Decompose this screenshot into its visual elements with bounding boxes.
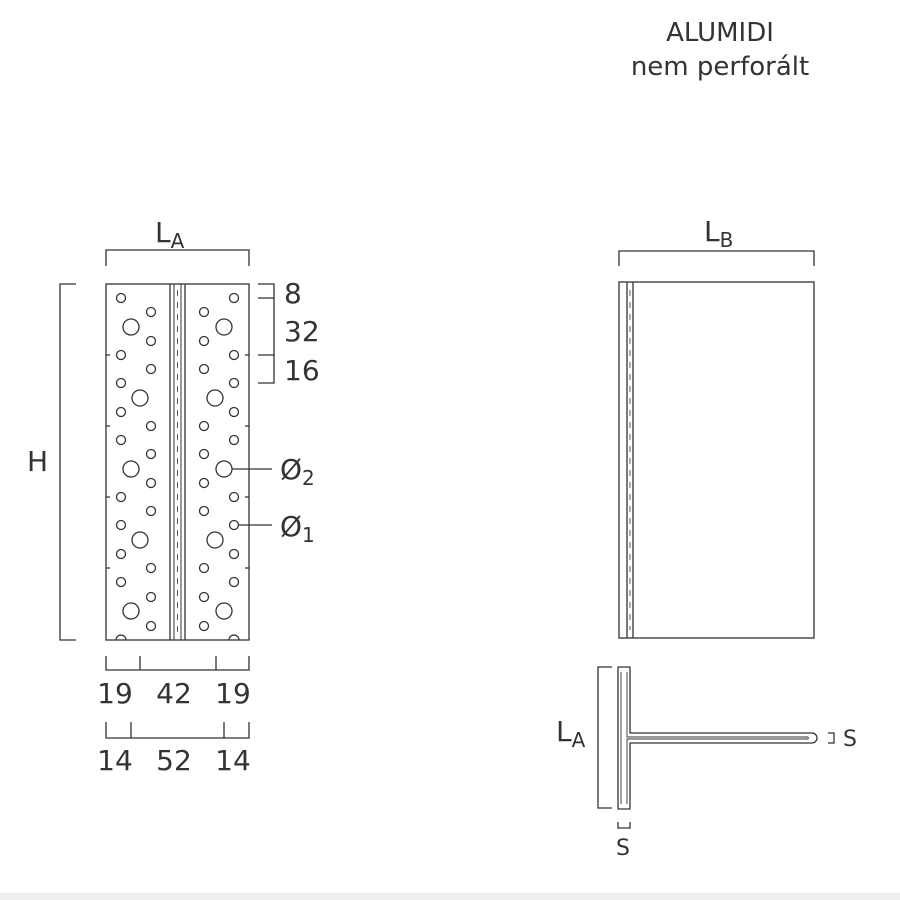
dim-label-row1-right: 19: [215, 677, 251, 710]
label-thickness-right: S: [843, 727, 857, 752]
plate-side-view: [618, 281, 815, 639]
dim-label-16: 16: [284, 354, 320, 387]
dim-bracket-la: [105, 249, 250, 266]
product-name: ALUMIDI: [666, 18, 774, 48]
dim-bracket-h: [59, 283, 76, 641]
label-thickness-bottom: S: [616, 836, 630, 861]
t-profile-section: [617, 666, 818, 810]
dim-bracket-s-bottom: [617, 822, 631, 829]
dim-label-row1-center: 42: [156, 677, 192, 710]
label-hole-d2: Ø2: [280, 453, 315, 490]
dim-label-32: 32: [284, 315, 320, 348]
large-holes-left: [122, 318, 149, 620]
edge-ticks: [106, 354, 249, 569]
dim-label-row2-left: 14: [97, 744, 133, 777]
dim-label-row2-right: 14: [215, 744, 251, 777]
dim-label-row2-center: 52: [156, 744, 192, 777]
label-la-profile: LA: [556, 715, 586, 752]
dim-bracket-32: [258, 298, 275, 356]
product-variant: nem perforált: [630, 52, 810, 82]
dim-label-row1-left: 19: [97, 677, 133, 710]
dim-bracket-lb: [618, 250, 815, 266]
dim-row1-bracket: [105, 656, 250, 671]
label-height: H: [27, 445, 48, 478]
label-la-top: LA: [155, 216, 185, 253]
label-hole-d1: Ø1: [280, 510, 315, 547]
dim-bracket-profile-la: [597, 666, 612, 809]
bottom-band: [0, 893, 900, 900]
label-lb-top: LB: [704, 215, 733, 252]
dim-bracket-s-right: [828, 732, 835, 744]
small-holes-right: [198, 292, 240, 641]
dim-row2-bracket: [105, 722, 250, 739]
dim-label-8: 8: [284, 277, 302, 310]
plate-front-view: [105, 283, 250, 641]
small-holes-left: [115, 292, 157, 641]
dim-bracket-8: [258, 283, 275, 299]
dim-bracket-16: [258, 355, 275, 384]
large-holes-right: [206, 318, 233, 620]
